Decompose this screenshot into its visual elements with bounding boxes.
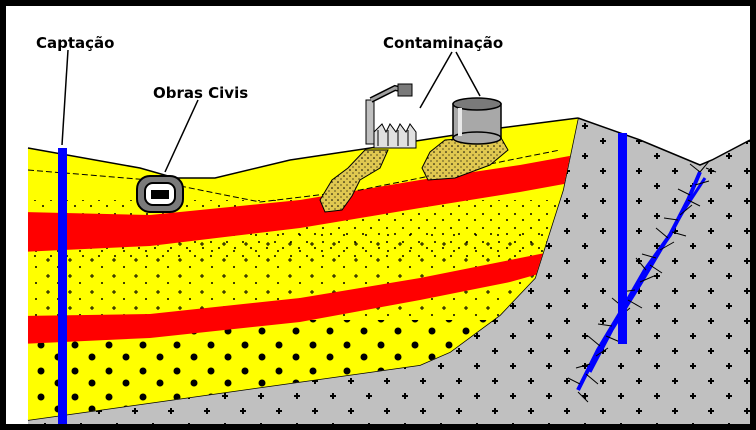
hydrogeology-diagram [6, 6, 750, 424]
well-right [618, 133, 627, 344]
label-contaminacao: Contaminação [383, 34, 503, 52]
well-left [58, 148, 67, 424]
tunnel [137, 176, 183, 212]
label-captacao: Captação [36, 34, 114, 52]
storage-tank [453, 98, 501, 144]
label-obras-civis: Obras Civis [153, 84, 248, 102]
factory [366, 84, 416, 148]
